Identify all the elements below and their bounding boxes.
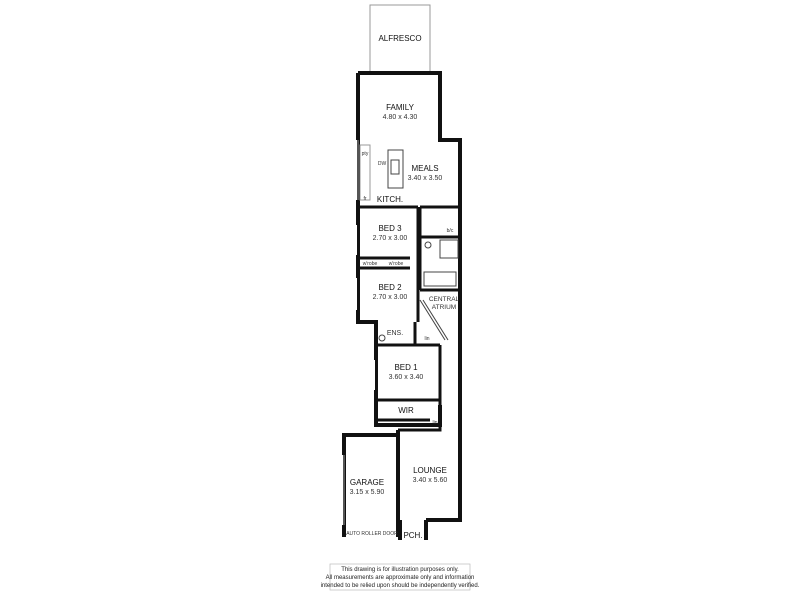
porch-wall bbox=[398, 520, 428, 540]
disclaimer-line-3: intended to be relied upon should be ind… bbox=[321, 583, 480, 589]
room-label-ens: ENS. bbox=[387, 330, 403, 337]
wrobe-label-bed3: w'robe bbox=[363, 261, 378, 267]
room-size-family: 4.80 x 4.30 bbox=[383, 114, 418, 121]
wrobe-label-bed2: w'robe bbox=[389, 261, 404, 267]
disclaimer-line-2: All measurements are approximate only an… bbox=[326, 575, 475, 581]
room-label-alfresco: ALFRESCO bbox=[378, 34, 421, 43]
shower-icon bbox=[439, 239, 459, 259]
room-label-family: FAMILY bbox=[386, 103, 415, 112]
room-size-bed2: 2.70 x 3.00 bbox=[373, 294, 408, 301]
room-label-bed2: BED 2 bbox=[378, 283, 402, 292]
linen-label-1: lin bbox=[424, 336, 429, 342]
room-label-wir: WIR bbox=[398, 406, 414, 415]
room-label-bed1: BED 1 bbox=[394, 363, 418, 372]
kitchen-bench bbox=[359, 144, 371, 201]
room-size-garage: 3.15 x 5.90 bbox=[350, 489, 385, 496]
dishwasher-label: DW bbox=[378, 161, 387, 167]
room-label-kitchen: KITCH. bbox=[377, 195, 403, 204]
disclaimer-box bbox=[329, 563, 471, 591]
pantry-label: pty bbox=[362, 151, 369, 157]
interior-walls bbox=[358, 205, 460, 432]
bath-icon bbox=[423, 271, 457, 287]
sink-icon bbox=[390, 159, 400, 175]
fridge-label: fr bbox=[363, 196, 366, 202]
room-label-atrium: CENTRAL bbox=[429, 296, 460, 303]
kitchen-island bbox=[387, 149, 404, 189]
toilet-icon bbox=[424, 241, 432, 249]
atrium-diagonal bbox=[419, 299, 446, 341]
room-label-meals: MEALS bbox=[411, 164, 438, 173]
room-label-bed3: BED 3 bbox=[378, 224, 402, 233]
room-label-porch: PCH. bbox=[403, 531, 422, 540]
room-size-bed1: 3.60 x 3.40 bbox=[389, 374, 424, 381]
room-size-meals: 3.40 x 3.50 bbox=[408, 175, 443, 182]
room-label-atrium-2: ATRIUM bbox=[432, 304, 456, 311]
linen-label-2: lin bbox=[432, 420, 437, 426]
broom-cupboard-label: b/c bbox=[447, 228, 454, 234]
room-size-lounge: 3.40 x 5.60 bbox=[413, 477, 448, 484]
garage-door-label: AUTO ROLLER DOOR bbox=[346, 531, 398, 537]
disclaimer-line-1: This drawing is for illustration purpose… bbox=[341, 567, 459, 573]
ens-toilet-icon bbox=[378, 334, 386, 342]
room-size-bed3: 2.70 x 3.00 bbox=[373, 235, 408, 242]
room-label-lounge: LOUNGE bbox=[413, 466, 447, 475]
room-label-garage: GARAGE bbox=[350, 478, 384, 487]
